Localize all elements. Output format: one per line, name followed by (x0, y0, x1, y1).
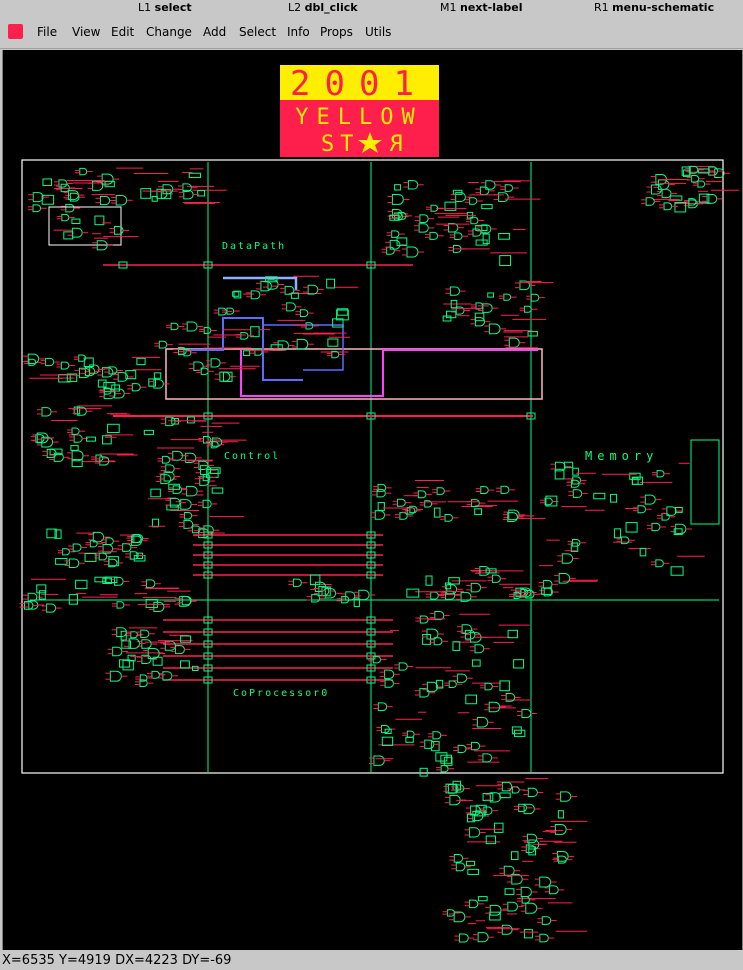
hint-l2: L2 dbl_click (288, 1, 358, 14)
logo-year: 2001 (290, 64, 428, 104)
menu-info[interactable]: Info (287, 25, 310, 39)
hint-r1: R1 menu-schematic (594, 1, 715, 14)
cursor-coordinates: X=6535 Y=4919 DX=4223 DY=-69 (2, 953, 232, 968)
schematic-canvas[interactable]: 2001 YELLOW ST R DataPath Control Memory… (2, 50, 743, 950)
menu-change[interactable]: Change (146, 25, 192, 39)
menu-add[interactable]: Add (203, 25, 227, 39)
label-control: Control (224, 451, 280, 462)
menu-view[interactable]: View (72, 25, 101, 39)
window-color-icon[interactable] (8, 24, 23, 39)
yellowstar-logo: 2001 YELLOW ST R (280, 64, 439, 157)
label-datapath: DataPath (222, 241, 286, 252)
menu-utils[interactable]: Utils (365, 25, 392, 39)
schematic-frame (21, 159, 724, 774)
label-coprocessor: CoProcessor0 (233, 688, 329, 699)
logo-st: ST (321, 132, 360, 157)
label-memory: Memory (585, 449, 658, 463)
menu-edit[interactable]: Edit (111, 25, 135, 39)
circuit-elements (19, 165, 740, 943)
menu-bar: File View Edit Change Add Select Info Pr… (0, 16, 743, 49)
logo-r: R (389, 132, 403, 157)
datapath-buses (165, 276, 543, 400)
menu-props[interactable]: Props (320, 25, 353, 39)
grid-lines (30, 162, 719, 772)
hint-l1: L1 select (138, 1, 192, 14)
coordinate-status-bar: X=6535 Y=4919 DX=4223 DY=-69 (0, 952, 743, 970)
logo-yellow: YELLOW (295, 105, 422, 130)
hint-m1: M1 next-label (440, 1, 523, 14)
mouse-hint-bar: L1 select L2 dbl_click M1 next-label R1 … (0, 0, 743, 16)
logo-star-icon (358, 132, 382, 153)
menu-select[interactable]: Select (239, 25, 277, 39)
menu-file[interactable]: File (37, 25, 58, 39)
